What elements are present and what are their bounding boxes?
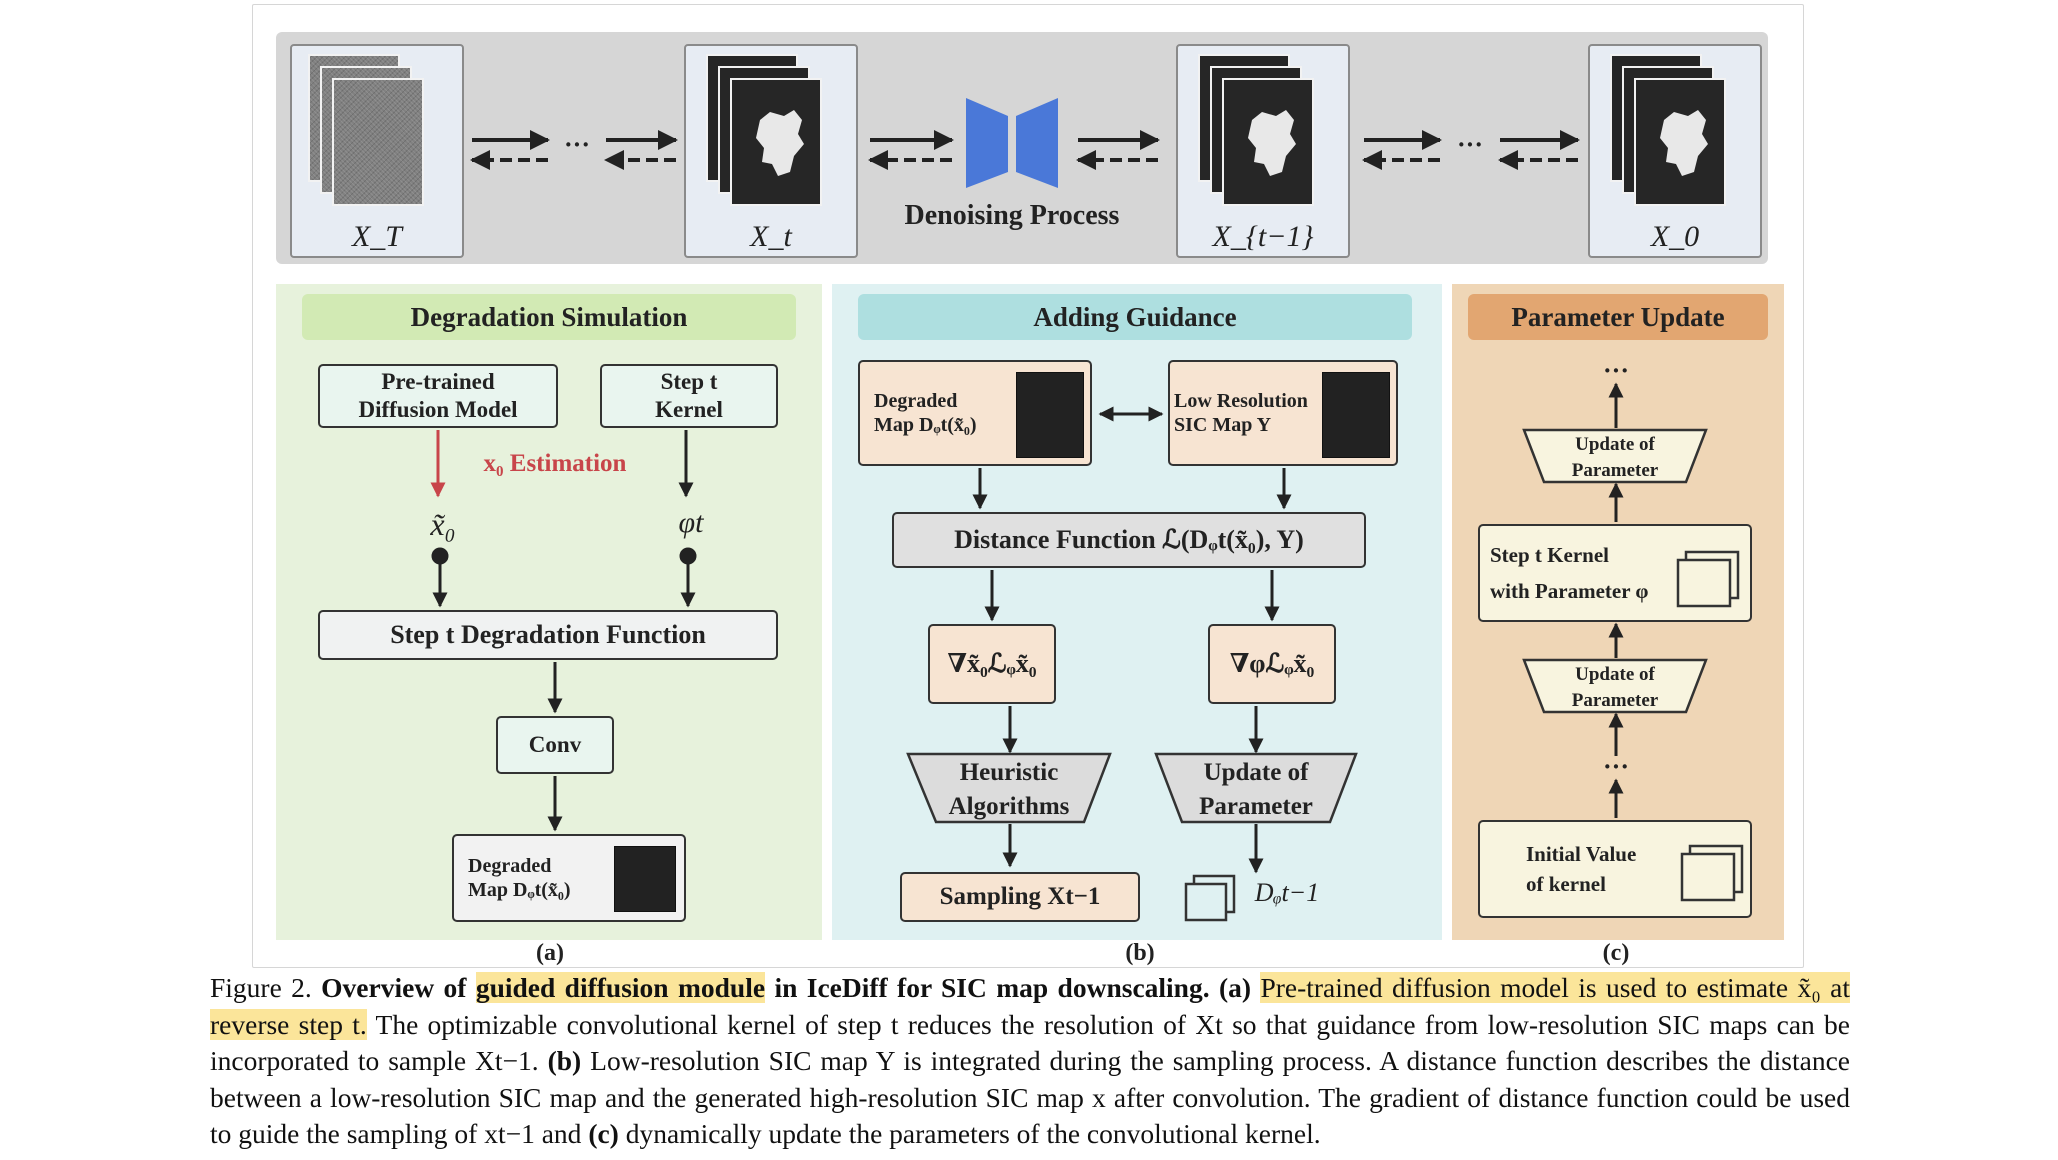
sampling-box: Sampling Xt−1 — [900, 872, 1140, 922]
caption-bold-1: Overview of — [321, 972, 467, 1003]
label-xt: X_t — [750, 220, 792, 253]
low-resolution-box: Low Resolution SIC Map Y — [1168, 360, 1398, 466]
degraded-thumbnail-b — [1016, 372, 1084, 458]
update-trapezoid-b — [1154, 752, 1358, 824]
x0-estimation-label: x₀ Estimation — [483, 450, 627, 477]
heuristic-label: Heuristic Algorithms — [948, 759, 1070, 820]
panel-a-label: (a) — [536, 940, 564, 966]
ellipsis-right: ··· — [1456, 130, 1483, 159]
card-xT: X_T — [290, 44, 464, 258]
panel-b-title: Adding Guidance — [858, 294, 1412, 340]
top-arrows — [470, 98, 1580, 188]
pretrained-model-box: Pre-trained Diffusion Model — [318, 364, 558, 428]
caption-text-1: The optimizable convolutional kernel of … — [210, 1008, 1851, 1077]
caption-bold-2: in IceDiff for SIC map downscaling. — [774, 972, 1210, 1003]
kernel-box: Step t Kernel — [600, 364, 778, 428]
caption-text-2: Low-resolution SIC map Y is integrated d… — [210, 1045, 1851, 1149]
hourglass-right — [1016, 98, 1058, 188]
lowres-thumbnail — [1322, 372, 1390, 458]
card-x0: X_0 — [1588, 44, 1762, 258]
panel-a-title: Degradation Simulation — [302, 294, 796, 340]
update-label-c1: Update of Parameter — [1571, 434, 1659, 481]
gradient-phi-box: ∇φℒᵩx̃₀ — [1208, 624, 1336, 704]
d-next-label: Dᵩt−1 — [1254, 878, 1320, 907]
update-label-c2: Update of Parameter — [1571, 664, 1659, 711]
panel-b-label: (b) — [1125, 940, 1155, 966]
degraded-thumbnail-a — [614, 846, 676, 912]
label-x0: X_0 — [1650, 220, 1700, 253]
denoising-label: Denoising Process — [904, 200, 1120, 231]
degraded-map-a-box: Degraded Map Dᵩt(x̃₀) — [452, 834, 686, 922]
panel-a-arrows — [430, 430, 697, 832]
distance-function-box: Distance Function ℒ(Dᵩt(x̃₀), Y) — [892, 512, 1366, 568]
update-label-b: Update of Parameter — [1199, 759, 1313, 820]
heuristic-trapezoid — [906, 752, 1112, 824]
caption-text-3: dynamically update the parameters of the… — [625, 1118, 1321, 1149]
panel-b-shapes — [906, 406, 1358, 922]
panel-c-squares — [1676, 550, 1744, 902]
x0-tilde-label: x̃₀ — [430, 506, 456, 542]
card-xt: X_t — [684, 44, 858, 258]
figure-caption: Figure 2. Overview of guided diffusion m… — [210, 970, 1851, 1153]
panel-c-label: (c) — [1602, 940, 1630, 966]
gradient-x0-box: ∇x̃₀ℒᵩx̃₀ — [928, 624, 1056, 704]
update-trapezoid-c2 — [1522, 658, 1708, 714]
phi-t-label: φt — [678, 506, 704, 539]
conv-box: Conv — [496, 716, 614, 774]
card-xt-1: X_{t−1} — [1176, 44, 1350, 258]
caption-b-marker: (b) — [547, 1045, 582, 1076]
caption-fig: Figure 2. — [210, 972, 312, 1003]
kernel-square-back — [1184, 882, 1228, 922]
hourglass-left — [966, 98, 1008, 188]
label-xT: X_T — [351, 220, 402, 253]
dots-top: ··· — [1602, 356, 1629, 385]
caption-c-marker: (c) — [588, 1118, 619, 1149]
kernel-parameter-box: Step t Kernel with Parameter φ — [1478, 524, 1752, 622]
update-trapezoid-c1 — [1522, 428, 1708, 484]
degradation-function-box: Step t Degradation Function — [318, 610, 778, 660]
degraded-map-b-box: Degraded Map Dᵩt(x̃₀) — [858, 360, 1092, 466]
dots-bottom: ··· — [1602, 752, 1629, 781]
caption-a-marker: (a) — [1218, 972, 1252, 1003]
label-xt-1: X_{t−1} — [1212, 220, 1314, 253]
panel-c-title: Parameter Update — [1468, 294, 1768, 340]
ellipsis-left: ··· — [563, 130, 590, 159]
figure-frame — [252, 4, 1804, 968]
caption-bold-highlight: guided diffusion module — [475, 972, 766, 1003]
